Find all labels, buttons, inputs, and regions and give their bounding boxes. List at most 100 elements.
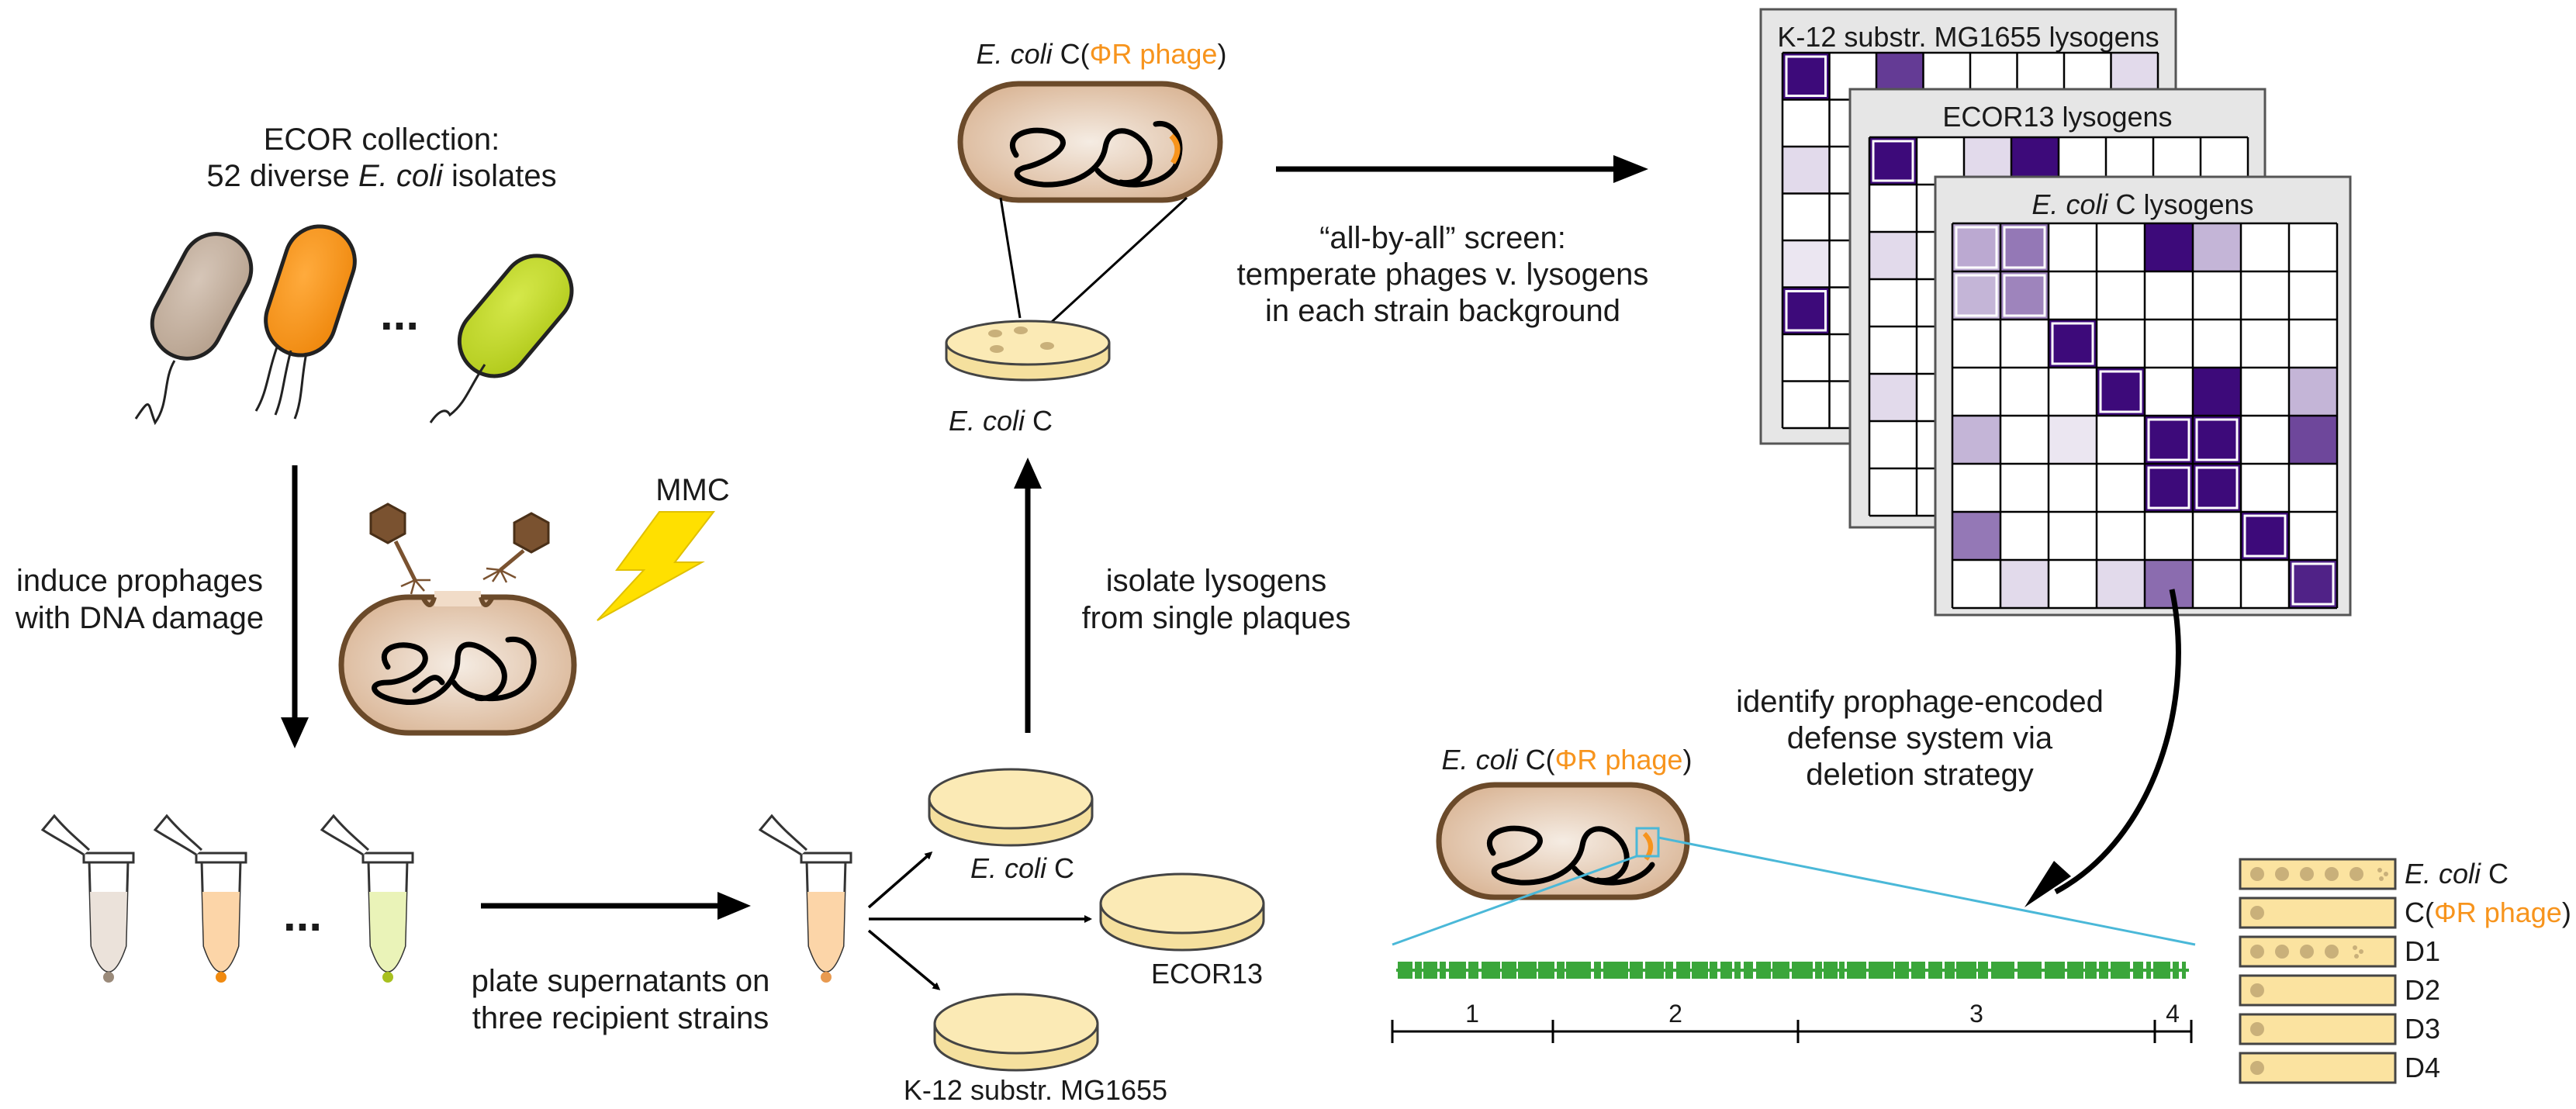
- lysogen-section: E. coli C(ΦR phage) E. coli C: [945, 38, 1227, 437]
- orange-bacterium-icon: [254, 224, 357, 420]
- gene-block: [2018, 962, 2042, 979]
- grid-cell: [1869, 137, 1917, 185]
- genome-cell-label: E. coli C(ΦR phage): [1442, 744, 1693, 776]
- assay-row: E. coli C: [2239, 858, 2509, 890]
- assay-row-label: D4: [2405, 1052, 2440, 1083]
- gene-block: [2153, 962, 2170, 979]
- induce-line1: induce prophages: [16, 564, 263, 598]
- plate-step-line1: plate supernatants on: [472, 964, 770, 998]
- plate-ecor13: [1099, 872, 1265, 952]
- grid-cell: [2097, 560, 2145, 608]
- isolate-step: isolate lysogens from single plaques: [1014, 458, 1350, 733]
- gene-track: [1396, 962, 2189, 979]
- grid-cell: [2097, 368, 2145, 416]
- gene-block: [1756, 962, 1771, 979]
- gene-block: [1710, 962, 1717, 979]
- gene-block: [1645, 962, 1664, 979]
- segment-label: 2: [1668, 1000, 1682, 1028]
- gene-block: [1734, 962, 1741, 979]
- gene-block: [1928, 962, 1942, 979]
- grid-cell: [1952, 512, 2000, 560]
- assay-row-label: D1: [2405, 935, 2440, 967]
- isolate-line1: isolate lysogens: [1106, 564, 1327, 598]
- segment-label: 1: [1465, 1000, 1479, 1028]
- gene-block: [1502, 962, 1516, 979]
- plate-c-label: E. coli C: [970, 852, 1074, 884]
- assay-row: C(ΦR phage): [2239, 897, 2571, 929]
- isolate-line2: from single plaques: [1082, 601, 1351, 635]
- induce-line2: with DNA damage: [15, 601, 264, 635]
- gene-block: [1518, 962, 1537, 979]
- assay-row: D2: [2239, 974, 2440, 1007]
- ecor-section: ECOR collection: 52 diverse E. coli isol…: [134, 123, 574, 426]
- plate-step-line2: three recipient strains: [472, 1001, 769, 1035]
- gene-block: [1676, 962, 1690, 979]
- identify-line3: deletion strategy: [1806, 758, 2034, 792]
- gene-block: [1692, 962, 1708, 979]
- plaque-spot: [2275, 945, 2289, 959]
- screen-line3: in each strain background: [1265, 294, 1620, 328]
- assay-row-label: E. coli C: [2405, 858, 2509, 890]
- plate-ecoli-c: [928, 768, 1094, 847]
- gene-block: [1978, 962, 1988, 979]
- gene-block: [1720, 962, 1732, 979]
- gene-block: [2085, 962, 2097, 979]
- grid-cell: [2049, 320, 2097, 368]
- lysogen-plate-label: E. coli C: [949, 405, 1053, 437]
- plaque-spot: [2300, 945, 2314, 959]
- grid-cell: [1952, 416, 2000, 464]
- plaque-spot: [2275, 867, 2289, 881]
- phage-icon: [369, 503, 430, 595]
- gene-block: [2067, 962, 2083, 979]
- gene-block: [2146, 962, 2151, 979]
- grid-cell: [1782, 147, 1830, 194]
- plate-k12-label: K-12 substr. MG1655: [904, 1074, 1167, 1106]
- segment-label: 3: [1969, 1000, 1983, 1028]
- plate-step: plate supernatants on three recipient st…: [472, 892, 770, 1035]
- gene-block: [1824, 962, 1838, 979]
- genome-cell-icon: [1436, 782, 1690, 900]
- gene-block: [1449, 962, 1466, 979]
- screen-line2: temperate phages v. lysogens: [1237, 257, 1649, 292]
- gene-block: [1566, 962, 1591, 979]
- gene-block: [1482, 962, 1500, 979]
- grid-cell: [2145, 223, 2193, 271]
- grid-stack: K-12 substr. MG1655 lysogens ECOR13 lyso…: [1759, 8, 2352, 617]
- plate-ecor13-label: ECOR13: [1151, 958, 1263, 990]
- plaque-spot: [2250, 867, 2264, 881]
- gene-block: [1911, 962, 1925, 979]
- assay-row: D4: [2239, 1052, 2440, 1084]
- grid-cell: [2193, 368, 2241, 416]
- gene-block: [2133, 962, 2143, 979]
- ecor-title-line2: 52 diverse E. coli isolates: [206, 159, 556, 193]
- gene-block: [1468, 962, 1478, 979]
- lysogen-label: E. coli C(ΦR phage): [977, 38, 1227, 70]
- lightning-bolt-icon: [596, 511, 716, 621]
- grid-cell: [2049, 416, 2097, 464]
- segment-label: 4: [2166, 1000, 2180, 1028]
- grid-cell: [2289, 560, 2337, 608]
- gene-block: [1630, 962, 1643, 979]
- tube-icon: [40, 814, 135, 983]
- grid-title: K-12 substr. MG1655 lysogens: [1777, 21, 2159, 53]
- tube-icon: [758, 814, 852, 983]
- gene-block: [1557, 962, 1565, 979]
- gene-block: [1603, 962, 1628, 979]
- gene-block: [1594, 962, 1601, 979]
- plaque-spot: [2250, 1022, 2264, 1036]
- identify-step: identify prophage-encoded defense system…: [1736, 589, 2181, 907]
- gene-block: [1956, 962, 1976, 979]
- gene-block: [1945, 962, 1955, 979]
- green-bacterium-icon: [429, 254, 574, 423]
- lysogen-cell-icon: [957, 81, 1223, 203]
- grid-cell: [1869, 374, 1917, 421]
- screen-line1: “all-by-all” screen:: [1319, 221, 1566, 255]
- gene-block: [1772, 962, 1789, 979]
- gene-block: [2045, 962, 2065, 979]
- gene-block: [1991, 962, 2014, 979]
- gene-block: [1839, 962, 1845, 979]
- assay-row: D3: [2239, 1013, 2440, 1045]
- lysogen-plate-icon: [945, 320, 1111, 382]
